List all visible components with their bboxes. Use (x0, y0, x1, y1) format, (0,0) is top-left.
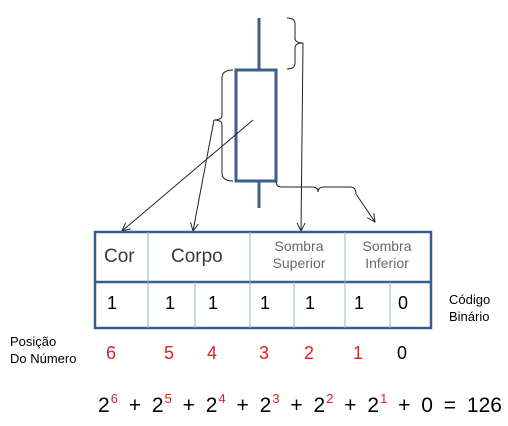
upper-shadow-brace (286, 17, 304, 70)
formula-equals: = (443, 394, 457, 417)
bit-cell: 1 (260, 293, 271, 313)
header-corpo: Corpo (171, 246, 223, 267)
formula-base: 2 (98, 394, 110, 417)
arrow-to-cor (122, 119, 254, 231)
binary-sum-formula: 26 + 25 + 24 + 23 + 22 + 21 + 0 = 126 (98, 391, 502, 418)
position-number: 0 (397, 343, 408, 363)
header-sombra-superior-line2: Superior (272, 255, 326, 271)
candlestick (234, 18, 278, 208)
header-sombra-inferior: Sombra Inferior (350, 238, 424, 272)
header-sombra-superior-line1: Sombra (274, 238, 324, 254)
formula-plus: + (398, 394, 411, 417)
binary-code-label-line1: Código (449, 292, 491, 307)
formula-zero: 0 (421, 394, 433, 417)
candle-body (234, 68, 278, 183)
formula-exponent: 4 (218, 391, 226, 406)
formula-base: 2 (205, 394, 218, 417)
position-number: 6 (106, 343, 117, 363)
formula-plus: + (344, 394, 357, 417)
lower-shadow-brace (275, 180, 357, 195)
bit-cell: 1 (305, 293, 316, 313)
table-outline (93, 230, 433, 330)
binary-code-label: Código Binário (449, 291, 490, 325)
position-number: 5 (164, 343, 175, 363)
header-cor: Cor (104, 246, 135, 267)
header-sombra-inferior-line1: Sombra (362, 238, 412, 254)
formula-base: 2 (367, 394, 380, 417)
arrow-to-sombra-superior (301, 42, 303, 231)
position-number: 1 (353, 343, 364, 363)
formula-plus: + (128, 394, 142, 417)
arrow-to-sombra-inferior (355, 193, 375, 222)
position-label-line2: Do Número (10, 351, 77, 366)
formula-plus: + (236, 394, 249, 417)
bit-cell: 1 (354, 293, 365, 313)
arrow-to-corpo (193, 119, 215, 231)
formula-exponent: 6 (110, 391, 118, 406)
formula-base: 2 (151, 394, 164, 417)
formula-base: 2 (313, 394, 326, 417)
bit-cell: 0 (398, 293, 409, 313)
formula-result: 126 (466, 394, 502, 417)
encoding-table (93, 230, 433, 330)
formula-plus: + (182, 394, 195, 417)
formula-exponent: 2 (326, 391, 334, 406)
position-number: 4 (207, 343, 218, 363)
header-sombra-superior: Sombra Superior (262, 238, 336, 272)
position-label-line1: Posição (10, 334, 57, 349)
position-label: Posição Do Número (10, 333, 76, 367)
formula-exponent: 5 (164, 391, 172, 406)
header-sombra-inferior-line2: Inferior (365, 255, 409, 271)
bit-cell: 1 (165, 293, 176, 313)
formula-base: 2 (259, 394, 272, 417)
formula-exponent: 1 (380, 391, 388, 406)
position-number: 3 (259, 343, 270, 363)
formula-plus: + (290, 394, 303, 417)
position-number: 2 (304, 343, 315, 363)
bit-cell: 1 (208, 293, 219, 313)
binary-code-label-line2: Binário (449, 309, 490, 324)
body-brace (213, 69, 234, 182)
bit-cell: 1 (107, 293, 118, 313)
formula-exponent: 3 (272, 391, 280, 406)
